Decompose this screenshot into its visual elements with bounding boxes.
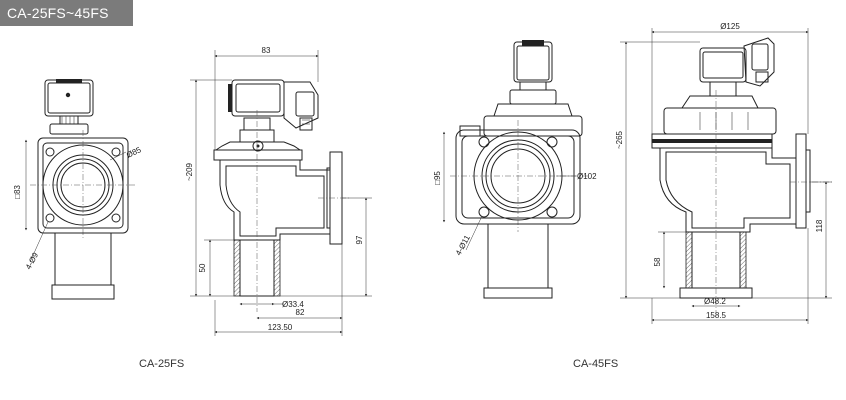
ca25-width-dim: 83	[262, 46, 271, 55]
ca25-pipe-dia-dim: Ø33.4	[282, 300, 304, 309]
ca25-square-dim: □83	[13, 185, 22, 199]
ca45-outlet-len-dim: 58	[653, 257, 662, 266]
ca45-side-view: Ø125 ~265 58 118 Ø48.2 158.5	[615, 22, 832, 324]
ca45-overall-width-dim: 158.5	[706, 311, 727, 320]
ca25-caption: CA-25FS	[139, 358, 185, 370]
ca25-overall-width-dim: 123.50	[268, 323, 293, 332]
ca25-holes-dim: 4-Ø9	[24, 251, 41, 271]
ca25-offset-dim: 82	[296, 308, 305, 317]
ca45-outlet-height-dim: 118	[815, 219, 824, 232]
ca45-height-dim: ~265	[615, 130, 624, 149]
ca25-height-dim: ~209	[185, 162, 194, 181]
ca25-outlet-height-dim: 97	[355, 235, 364, 244]
ca45-width-dim: Ø125	[720, 22, 740, 31]
ca45-pipe-dia-dim: Ø48.2	[704, 297, 726, 306]
ca45-square-dim: □95	[433, 171, 442, 185]
page-title: CA-25FS~45FS	[0, 0, 133, 26]
ca25-side-view: 83 ~209 50 97 Ø33.4 82 123.50	[185, 46, 372, 336]
ca45-bolt-circle-dim: Ø102	[577, 172, 597, 181]
ca25-front-view: □83 Ø85 4-Ø9	[13, 79, 143, 300]
ca25-outlet-len-dim: 50	[198, 263, 207, 272]
ca45-caption: CA-45FS	[573, 358, 619, 370]
ca45-front-view: □95 Ø102 4-Ø11	[433, 40, 597, 299]
ca45-holes-dim: 4-Ø11	[454, 233, 472, 257]
